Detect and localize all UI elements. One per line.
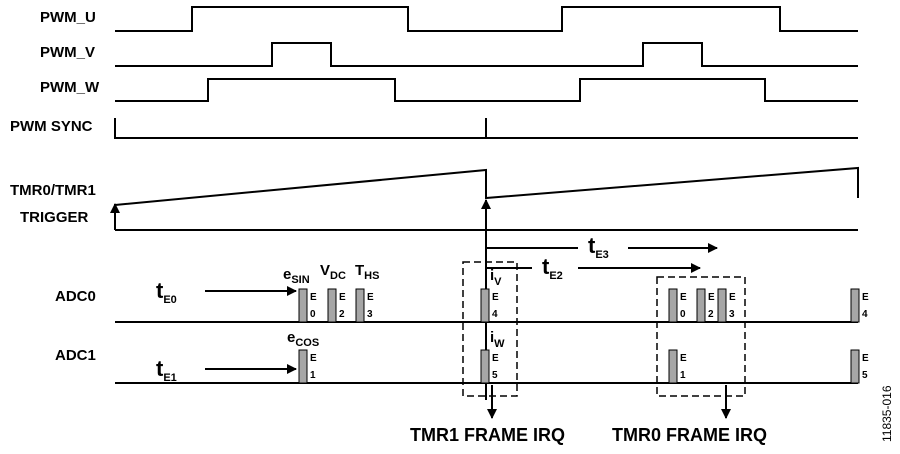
label-te1: tE1 [156, 356, 177, 384]
adc0-marker-e3-num: 3 [367, 309, 373, 320]
adc1-marker-e5-b-num: 5 [862, 370, 868, 381]
adc0-marker-e4 [480, 288, 490, 323]
label-tmr: TMR0/TMR1 [10, 182, 96, 199]
dashed-box-frame1 [462, 261, 518, 397]
adc1-marker-e1 [298, 349, 308, 384]
adc1-marker-e5-b-letter: E [862, 353, 869, 364]
adc0-marker-e2-b-num: 2 [708, 309, 714, 320]
adc1-marker-e5-b [850, 349, 860, 384]
adc0-marker-e2-b-letter: E [708, 292, 715, 303]
label-ecos: eCOS [287, 329, 319, 349]
adc0-marker-e3-letter: E [367, 292, 374, 303]
label-iw: iW [490, 329, 505, 350]
label-esin: eSIN [283, 266, 310, 286]
adc0-marker-e2-letter: E [339, 292, 346, 303]
label-te2: tE2 [542, 254, 563, 282]
dashed-box-frame0 [656, 276, 746, 397]
label-pwm-w: PWM_W [40, 79, 100, 96]
adc0-sample-markers: E 0 E 2 E 3 E 4 E 0 E 2 E 3 E 4 [298, 288, 869, 323]
label-adc0: ADC0 [55, 288, 96, 305]
adc0-marker-e2-b [696, 288, 706, 323]
label-trigger: TRIGGER [20, 209, 89, 226]
adc1-sample-markers: E 1 E 5 E 1 E 5 [298, 349, 869, 384]
adc1-marker-e1-b-letter: E [680, 353, 687, 364]
adc0-marker-e4-letter: E [492, 292, 499, 303]
adc0-marker-e3 [355, 288, 365, 323]
adc0-marker-e0-letter: E [310, 292, 317, 303]
adc0-marker-e3-b-letter: E [729, 292, 736, 303]
adc0-marker-e2 [327, 288, 337, 323]
label-pwm-v: PWM_V [40, 44, 95, 61]
adc0-marker-e0 [298, 288, 308, 323]
adc1-marker-e1-letter: E [310, 353, 317, 364]
adc1-marker-e5 [480, 349, 490, 384]
waveform-pwm-w [115, 78, 858, 102]
adc0-marker-e4-num: 4 [492, 309, 498, 320]
adc1-marker-e5-num: 5 [492, 370, 498, 381]
label-te3: tE3 [588, 233, 609, 261]
adc1-marker-e1-b [668, 349, 678, 384]
adc0-marker-e2-num: 2 [339, 309, 345, 320]
label-ths: THS [355, 262, 379, 282]
waveform-pwm-v [115, 42, 858, 67]
adc0-marker-e0-b [668, 288, 678, 323]
adc0-marker-e4-b-letter: E [862, 292, 869, 303]
label-vdc: VDC [320, 262, 346, 282]
label-tmr1-frame-irq: TMR1 FRAME IRQ [410, 425, 565, 445]
label-pwm-sync: PWM SYNC [10, 118, 93, 135]
waveform-pwm-u [115, 6, 858, 32]
adc0-marker-e4-b [850, 288, 860, 323]
adc0-marker-e0-b-num: 0 [680, 309, 686, 320]
adc1-marker-e1-b-num: 1 [680, 370, 686, 381]
figure-id: 11835-016 [880, 385, 894, 442]
label-pwm-u: PWM_U [40, 9, 96, 26]
adc0-marker-e3-b [717, 288, 727, 323]
label-iv: iV [490, 267, 502, 288]
adc1-marker-e1-num: 1 [310, 370, 316, 381]
waveform-pwm-sync [114, 118, 858, 139]
adc1-marker-e5-letter: E [492, 353, 499, 364]
waveform-tmr-ramp [114, 166, 859, 206]
adc0-marker-e3-b-num: 3 [729, 309, 735, 320]
adc0-marker-e4-b-num: 4 [862, 309, 868, 320]
label-tmr0-frame-irq: TMR0 FRAME IRQ [612, 425, 767, 445]
adc0-marker-e0-num: 0 [310, 309, 316, 320]
label-adc1: ADC1 [55, 347, 96, 364]
adc0-marker-e0-b-letter: E [680, 292, 687, 303]
label-te0: tE0 [156, 278, 177, 306]
